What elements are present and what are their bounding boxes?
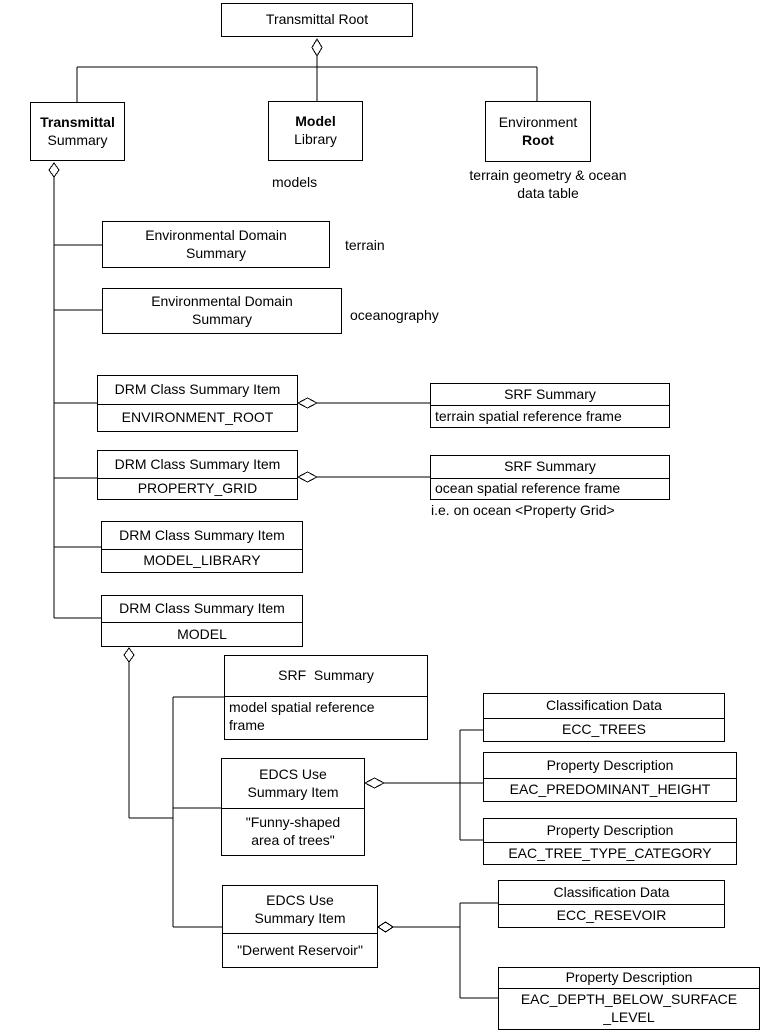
aggregation-diamond-icon <box>296 397 319 409</box>
node-transmittal-summary-title: Transmittal Summary <box>31 103 124 160</box>
aggregation-diamond-icon <box>363 777 386 789</box>
node-property-depth-below-surface: Property Description EAC_DEPTH_BELOW_SUR… <box>498 967 760 1030</box>
node-model-library-title: Model Library <box>269 102 362 160</box>
node-drm-model-library-value: MODEL_LIBRARY <box>143 552 261 569</box>
node-classification-trees-value: ECC_TREES <box>561 721 647 738</box>
node-property-depth-below-surface-value: EAC_DEPTH_BELOW_SURFACE _LEVEL <box>520 991 738 1025</box>
node-model-library-line1: Model <box>295 113 336 130</box>
node-srf-summary-ocean-value: ocean spatial reference frame <box>435 480 621 497</box>
aggregation-diamond-icon <box>311 38 323 57</box>
node-drm-model-library: DRM Class Summary Item MODEL_LIBRARY <box>101 521 303 573</box>
node-transmittal-summary-line2: Summary <box>47 131 108 148</box>
node-property-predominant-height-value: EAC_PREDOMINANT_HEIGHT <box>509 781 711 798</box>
node-drm-environment-root: DRM Class Summary Item ENVIRONMENT_ROOT <box>97 375 298 432</box>
aggregation-diamond-icon <box>48 162 60 178</box>
node-drm-environment-root-value: ENVIRONMENT_ROOT <box>121 409 274 426</box>
node-edcs-use-trees-header: EDCS Use Summary Item <box>222 759 364 809</box>
node-edcs-use-reservoir-value: "Derwent Reservoir" <box>237 941 363 958</box>
node-transmittal-summary-line1: Transmittal <box>40 113 115 130</box>
node-classification-resevoir-header: Classification Data <box>499 881 724 905</box>
node-model-library-line2: Library <box>294 131 337 147</box>
node-property-depth-below-surface-header: Property Description <box>499 968 759 989</box>
node-environment-root-title: Environment Root <box>486 102 590 161</box>
node-property-tree-type-value: EAC_TREE_TYPE_CATEGORY <box>508 844 712 861</box>
node-drm-property-grid: DRM Class Summary Item PROPERTY_GRID <box>97 450 298 500</box>
node-drm-model-value: MODEL <box>177 625 227 642</box>
label-oceanography: oceanography <box>350 307 439 323</box>
node-edcs-use-trees: EDCS Use Summary Item "Funny-shaped area… <box>221 758 365 856</box>
node-property-tree-type-header: Property Description <box>484 819 736 843</box>
node-transmittal-root: Transmittal Root <box>221 3 413 37</box>
node-srf-summary-ocean-header: SRF Summary <box>431 456 669 479</box>
node-model-library: Model Library <box>268 101 363 161</box>
node-env-domain-summary-terrain-title: Environmental Domain Summary <box>145 226 287 261</box>
node-drm-model: DRM Class Summary Item MODEL <box>101 595 303 647</box>
label-models: models <box>272 174 318 190</box>
node-srf-summary-model-value: model spatial reference frame <box>229 699 375 733</box>
node-environment-root-line1: Environment <box>498 113 578 130</box>
node-drm-environment-root-header: DRM Class Summary Item <box>98 376 297 405</box>
node-srf-summary-ocean: SRF Summary ocean spatial reference fram… <box>430 455 670 500</box>
node-edcs-use-trees-value: "Funny-shaped area of trees" <box>245 814 341 848</box>
node-edcs-use-reservoir-header: EDCS Use Summary Item <box>223 886 377 934</box>
node-property-predominant-height: Property Description EAC_PREDOMINANT_HEI… <box>483 752 737 802</box>
node-srf-summary-terrain: SRF Summary terrain spatial reference fr… <box>430 383 670 428</box>
node-edcs-use-reservoir: EDCS Use Summary Item "Derwent Reservoir… <box>222 885 378 968</box>
node-env-domain-summary-oceanography: Environmental Domain Summary <box>102 288 342 334</box>
aggregation-diamond-icon <box>377 921 394 933</box>
node-transmittal-summary: Transmittal Summary <box>30 102 125 161</box>
aggregation-diamond-icon <box>296 471 319 483</box>
label-ocean-srf-note: i.e. on ocean <Property Grid> <box>431 502 615 518</box>
label-terrain: terrain <box>345 237 385 253</box>
label-environment-root-note: terrain geometry & ocean data table <box>469 167 627 202</box>
node-classification-trees: Classification Data ECC_TREES <box>483 693 725 742</box>
node-srf-summary-terrain-value: terrain spatial reference frame <box>435 407 622 424</box>
node-drm-model-library-header: DRM Class Summary Item <box>102 522 302 550</box>
node-drm-property-grid-header: DRM Class Summary Item <box>98 451 297 479</box>
node-env-domain-summary-terrain: Environmental Domain Summary <box>102 221 330 268</box>
node-env-domain-summary-oceanography-title: Environmental Domain Summary <box>151 293 293 327</box>
node-drm-property-grid-value: PROPERTY_GRID <box>137 480 258 497</box>
aggregation-diamond-icon <box>123 647 135 663</box>
node-environment-root-line2: Root <box>522 131 554 148</box>
node-srf-summary-model-header: SRF Summary <box>225 656 427 697</box>
node-transmittal-root-title: Transmittal Root <box>265 11 369 28</box>
node-classification-resevoir: Classification Data ECC_RESEVOIR <box>498 880 725 928</box>
node-srf-summary-terrain-header: SRF Summary <box>431 384 669 406</box>
node-drm-model-header: DRM Class Summary Item <box>102 596 302 623</box>
node-property-tree-type: Property Description EAC_TREE_TYPE_CATEG… <box>483 818 737 865</box>
node-classification-trees-header: Classification Data <box>484 694 724 719</box>
node-srf-summary-model: SRF Summary model spatial reference fram… <box>224 655 428 740</box>
node-environment-root: Environment Root <box>485 101 591 162</box>
node-property-predominant-height-header: Property Description <box>484 753 736 779</box>
node-classification-resevoir-value: ECC_RESEVOIR <box>556 907 667 924</box>
